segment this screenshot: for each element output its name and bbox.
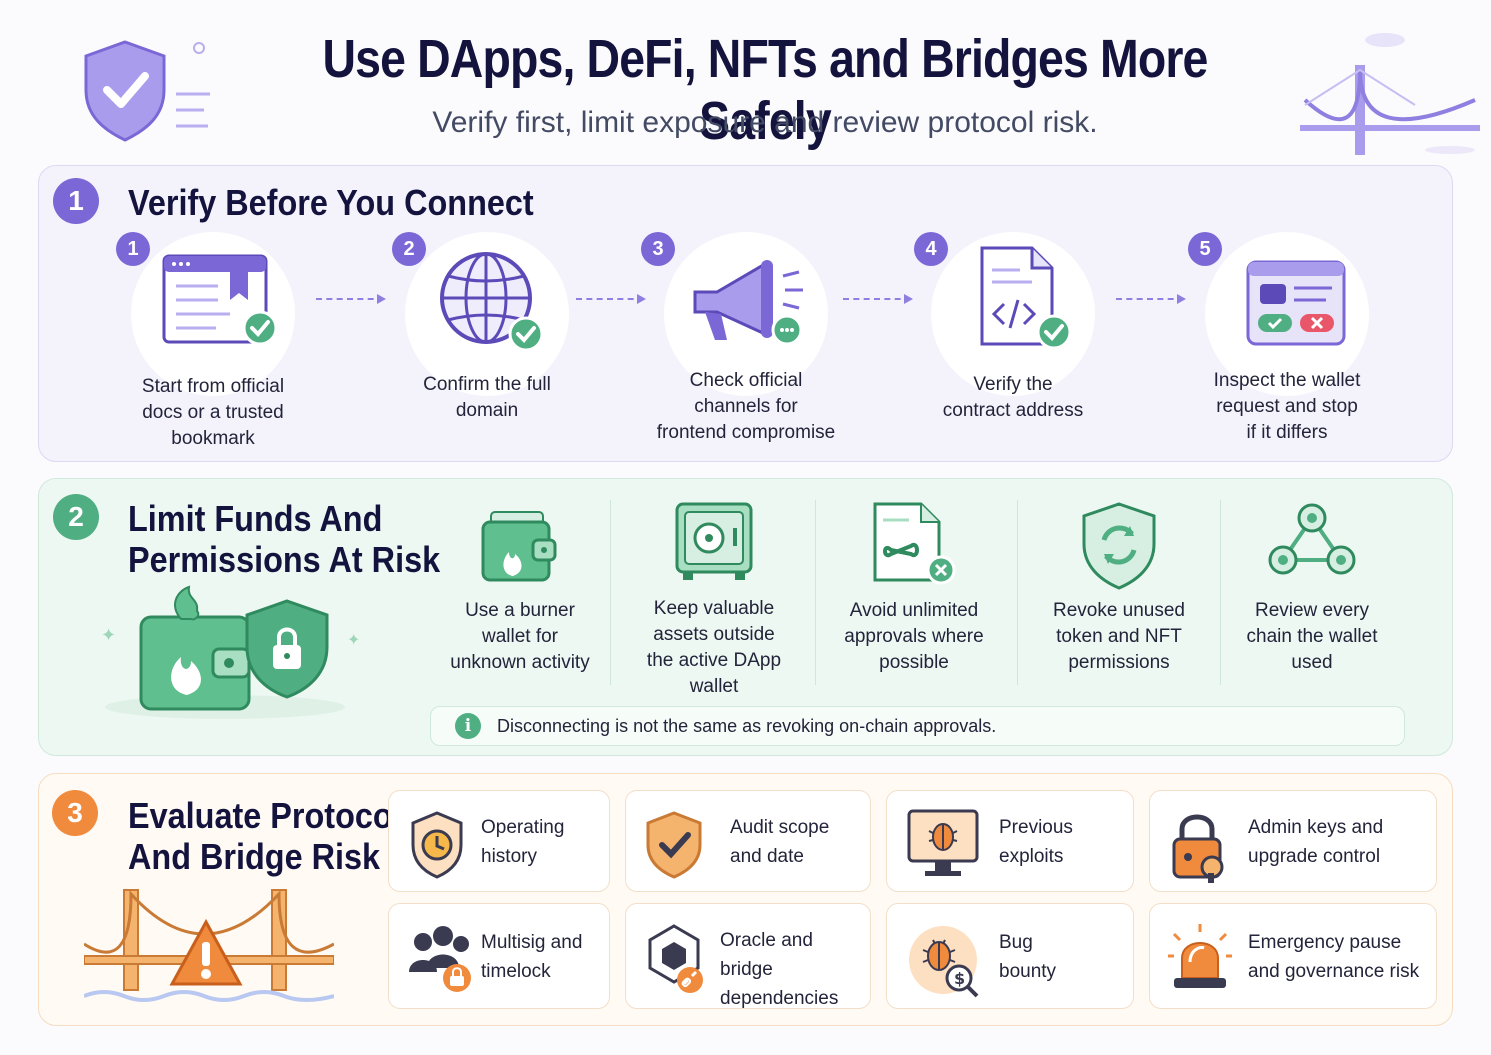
card-label: Oracle and bridge dependencies: [720, 930, 839, 1009]
step-number: 3: [641, 232, 675, 266]
padlock-key-icon: [1172, 814, 1224, 883]
section-title: Verify Before You Connect: [128, 182, 534, 223]
step-label: Confirm the full domain: [423, 374, 551, 421]
audit-shield-icon: [646, 811, 702, 879]
bridge-warning-illustration-icon: [84, 889, 334, 1002]
svg-text:$: $: [954, 969, 965, 988]
card-emergency-pause: Emergency pause and governance risk: [1149, 903, 1437, 1009]
page-subtitle: Verify first, limit exposure and review …: [432, 106, 1098, 139]
section-title: Evaluate Protocol And Bridge Risk: [128, 795, 402, 877]
shield-check-icon: [84, 40, 210, 142]
item-label: Review every chain the wallet used: [1246, 600, 1378, 673]
card-operating-history: Operating history: [388, 790, 610, 892]
section-title: Limit Funds And Permissions At Risk: [128, 498, 441, 580]
flow-arrow: [1116, 294, 1186, 304]
column-divider: [1220, 500, 1221, 685]
infinite-approval-icon: [873, 502, 956, 585]
card-multisig-timelock: Multisig and timelock: [388, 903, 610, 1009]
item-review-chains: Review every chain the wallet used: [1212, 500, 1412, 690]
card-audit-scope: Audit scope and date: [625, 790, 871, 892]
card-bug-bounty: $ Bug bounty: [886, 903, 1134, 1009]
item-avoid-unlimited-approvals: Avoid unlimited approvals where possible: [814, 500, 1014, 690]
revoke-shield-icon: [1082, 502, 1156, 590]
item-burner-wallet: Use a burner wallet for unknown activity: [420, 500, 620, 690]
item-label: Revoke unused token and NFT permissions: [1052, 600, 1186, 673]
bug-monitor-icon: [907, 809, 979, 876]
step-number: 2: [392, 232, 426, 266]
browser-bookmark-check-icon: [162, 254, 278, 346]
bridge-illustration-icon: [1300, 33, 1480, 155]
card-admin-keys: Admin keys and upgrade control: [1149, 790, 1437, 892]
disconnect-note: i Disconnecting is not the same as revok…: [430, 706, 1405, 746]
globe-check-icon: [440, 252, 544, 352]
card-oracle-bridge: Oracle and bridge dependencies: [625, 903, 871, 1009]
flow-arrow: [316, 294, 386, 304]
bug-bounty-icon: $: [909, 926, 979, 998]
card-previous-exploits: Previous exploits: [886, 790, 1134, 892]
svg-text:✦: ✦: [347, 630, 360, 649]
column-divider: [815, 500, 816, 685]
item-revoke-permissions: Revoke unused token and NFT permissions: [1019, 500, 1219, 690]
step-number: 4: [914, 232, 948, 266]
step-label: Verify the contract address: [942, 374, 1084, 421]
code-document-check-icon: [980, 246, 1072, 350]
card-label: Audit scope and date: [730, 817, 830, 867]
header: Use DApps, DeFi, NFTs and Bridges More S…: [0, 0, 1491, 160]
step-label: Inspect the wallet request and stop if i…: [1213, 370, 1361, 443]
step-label: Start from official docs or a trusted bo…: [141, 376, 285, 449]
card-label: Multisig and timelock: [481, 932, 583, 982]
step-number: 1: [116, 232, 150, 266]
column-divider: [610, 500, 611, 685]
svg-text:✦: ✦: [101, 625, 116, 646]
column-divider: [1017, 500, 1018, 685]
section-number-badge: 1: [53, 178, 99, 224]
megaphone-icon: [693, 260, 803, 346]
siren-icon: [1168, 924, 1232, 988]
burner-wallet-icon: [481, 511, 557, 582]
card-label: Previous exploits: [999, 817, 1073, 867]
card-label: Operating history: [481, 817, 565, 867]
step-label: Check official channels for frontend com…: [656, 370, 836, 443]
section-number-badge: 2: [53, 494, 99, 540]
safe-vault-icon: [675, 502, 753, 580]
flow-arrow: [576, 294, 646, 304]
item-keep-assets-outside: Keep valuable assets outside the active …: [614, 500, 814, 697]
item-label: Avoid unlimited approvals where possible: [844, 600, 984, 673]
section-number-badge: 3: [52, 790, 98, 836]
note-text: Disconnecting is not the same as revokin…: [497, 715, 997, 736]
page-title: Use DApps, DeFi, NFTs and Bridges More S…: [322, 29, 1208, 151]
wallet-request-window-icon: [1246, 260, 1346, 346]
info-icon: i: [455, 713, 481, 739]
chain-network-icon: [1268, 503, 1356, 575]
cube-link-icon: [648, 924, 703, 993]
item-label: Keep valuable assets outside the active …: [646, 598, 782, 697]
item-label: Use a burner wallet for unknown activity: [450, 600, 590, 673]
burner-wallet-shield-illustration-icon: ✦ ✦: [101, 585, 360, 719]
group-lock-icon: [409, 926, 471, 992]
clock-shield-icon: [411, 811, 463, 879]
card-label: Emergency pause and governance risk: [1248, 932, 1420, 982]
step-number: 5: [1188, 232, 1222, 266]
card-label: Admin keys and upgrade control: [1248, 817, 1384, 867]
card-label: Bug bounty: [999, 932, 1057, 982]
flow-arrow: [843, 294, 913, 304]
